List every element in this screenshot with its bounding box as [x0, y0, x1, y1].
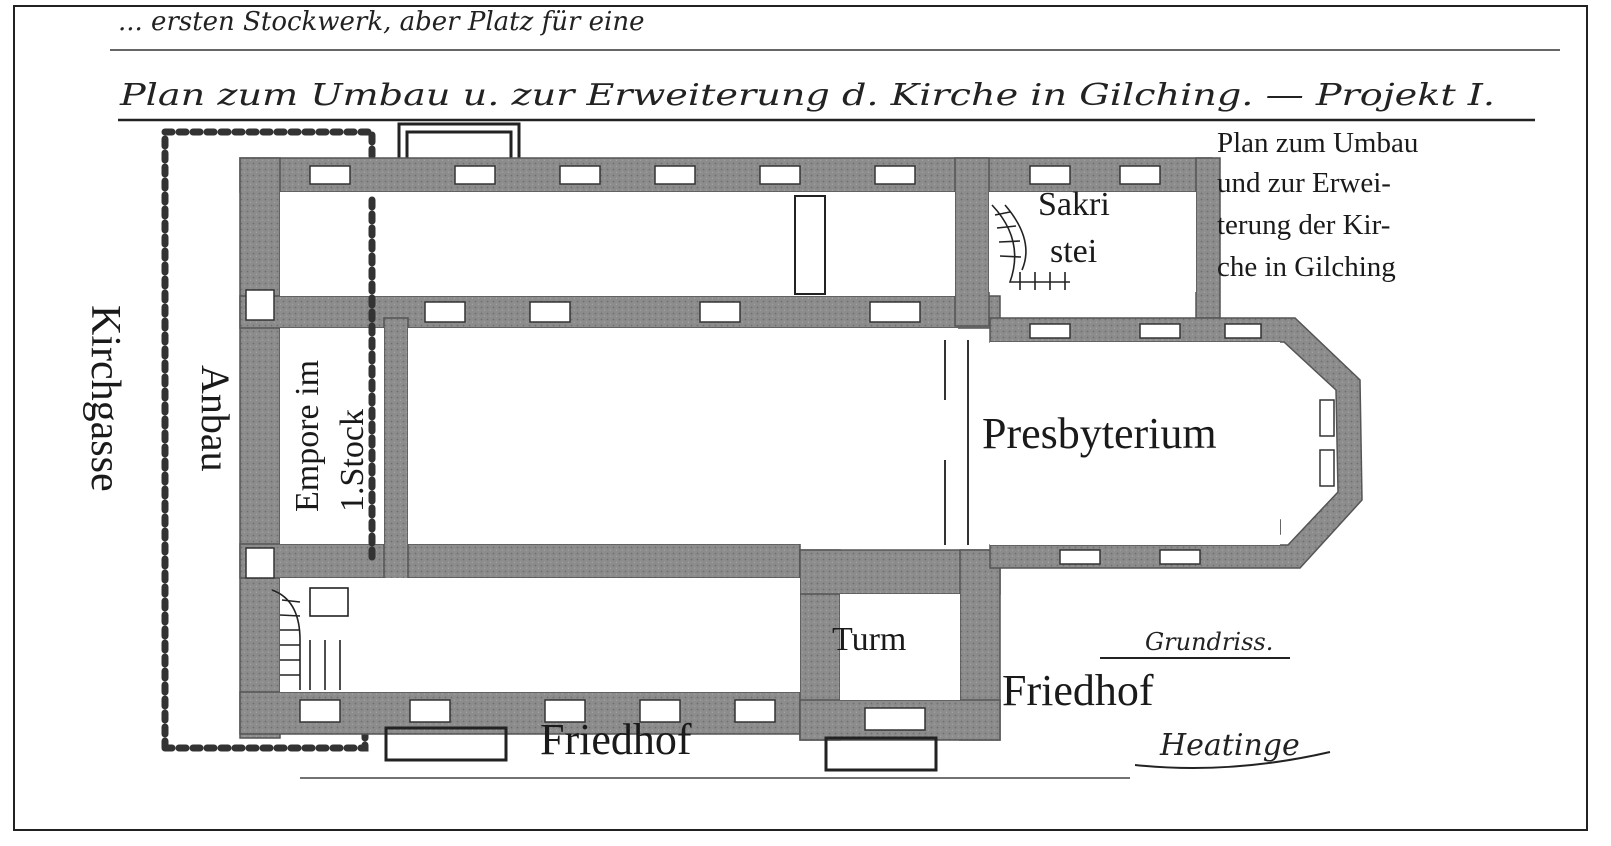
north-porch [397, 122, 521, 164]
chancel-divider [944, 340, 969, 545]
label-sakristei-1: Sakri [1038, 186, 1110, 223]
caption-line-1: Plan zum Umbau [1217, 127, 1418, 159]
label-turm: Turm [832, 621, 906, 658]
label-presbyterium: Presbyterium [982, 409, 1217, 458]
sacristy-stair [991, 204, 1070, 290]
drawing-frame [13, 5, 1588, 831]
grundriss-label: Grundriss. [1145, 628, 1273, 656]
caption-line-3: terung der Kir- [1217, 209, 1390, 241]
south-porches [384, 726, 938, 772]
signature-flourish [1134, 751, 1331, 769]
label-sakristei-2: stei [1050, 233, 1097, 270]
top-handwritten-fragment: ... ersten Stockwerk, aber Platz für ein… [118, 7, 645, 37]
caption-line-4: che in Gilching [1217, 251, 1396, 283]
north-aisle-partition [794, 195, 826, 295]
caption-line-2: und zur Erwei- [1217, 167, 1391, 199]
caption-block: Plan zum Umbau und zur Erwei- terung der… [1217, 127, 1418, 283]
signature: Heatinge [1159, 728, 1300, 763]
label-friedhof-right: Friedhof [1002, 666, 1154, 715]
west-stair [271, 587, 349, 690]
label-friedhof-bottom: Friedhof [540, 715, 692, 764]
label-kirchgasse: Kirchgasse [82, 305, 128, 492]
label-anbau: Anbau [193, 365, 238, 472]
plan-title-handwritten: Plan zum Umbau u. zur Erweiterung d. Kir… [119, 78, 1495, 113]
label-empore-1: Empore im [289, 360, 326, 512]
interior-spaces [280, 192, 1280, 700]
label-empore-2: 1.Stock [334, 409, 371, 512]
